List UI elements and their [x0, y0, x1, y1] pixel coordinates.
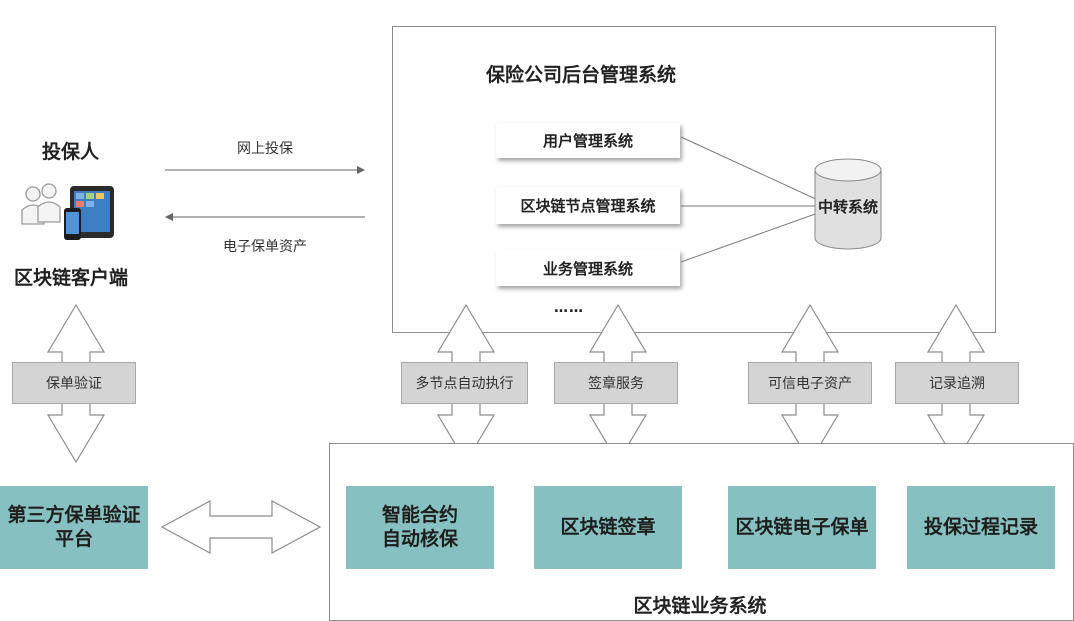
record-trace-label: 记录追溯: [895, 362, 1019, 404]
more-subsystems-ellipsis: ……: [554, 300, 584, 316]
third-party-line2: 平台: [54, 527, 93, 550]
module-blockchain-e-policy: 区块链电子保单: [728, 486, 876, 569]
connector-line-business: [680, 212, 819, 263]
relay-database-icon: [814, 158, 882, 250]
module-smart-contract: 智能合约 自动核保: [346, 486, 494, 569]
module-blockchain-e-policy-label: 区块链电子保单: [735, 515, 869, 538]
user-management-card: 用户管理系统: [496, 123, 680, 158]
e-policy-asset-label: 电子保单资产: [223, 239, 307, 255]
blockchain-client-label: 区块链客户端: [14, 267, 129, 289]
module-insure-record: 投保过程记录: [907, 486, 1055, 569]
blockchain-business-system-title: 区块链业务系统: [633, 594, 767, 617]
module-smart-contract-line1: 智能合约: [381, 503, 458, 526]
devices-icon: [64, 186, 114, 240]
policyholder-label: 投保人: [42, 141, 100, 163]
node-management-card: 区块链节点管理系统: [496, 187, 680, 224]
backend-system-title: 保险公司后台管理系统: [486, 64, 677, 86]
policy-verify-label: 保单验证: [12, 362, 136, 404]
multi-node-exec-label: 多节点自动执行: [401, 362, 528, 404]
module-blockchain-sign-label: 区块链签章: [560, 515, 656, 538]
module-blockchain-sign: 区块链签章: [534, 486, 682, 569]
sign-service-label: 签章服务: [554, 362, 678, 404]
third-party-line1: 第三方保单验证: [7, 503, 141, 526]
users-icon: [21, 183, 61, 225]
double-arrow-third-party: [160, 499, 322, 555]
arrow-e-policy-asset: [165, 213, 365, 221]
trusted-asset-label: 可信电子资产: [748, 362, 872, 404]
third-party-verify-platform: 第三方保单验证 平台: [0, 486, 148, 569]
relay-system-label: 中转系统: [817, 197, 878, 216]
business-management-card: 业务管理系统: [496, 250, 680, 286]
arrow-online-insure: [165, 166, 365, 174]
backend-system-box: [392, 26, 996, 333]
online-insure-label: 网上投保: [237, 141, 293, 157]
module-insure-record-label: 投保过程记录: [923, 515, 1038, 538]
connector-line-user: [680, 136, 819, 201]
module-smart-contract-line2: 自动核保: [381, 527, 458, 550]
